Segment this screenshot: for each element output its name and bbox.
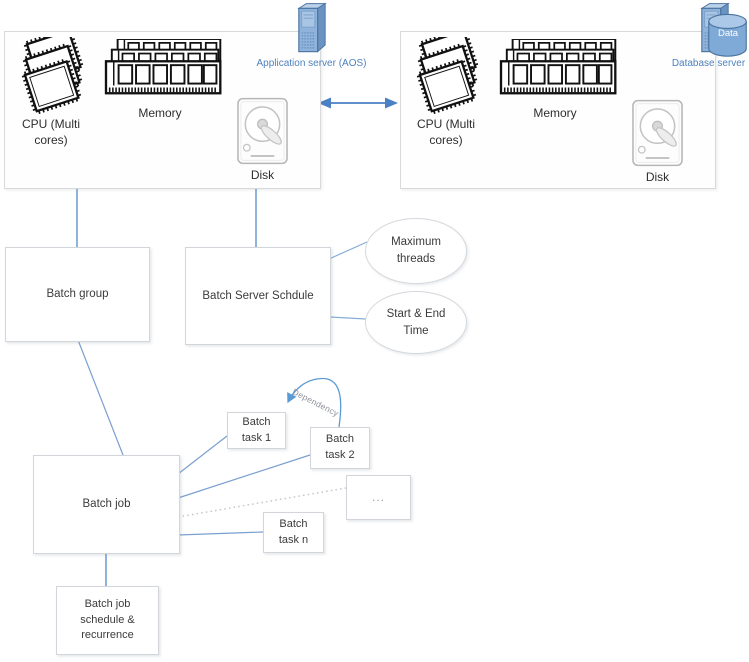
batch-group-node: Batch group (5, 247, 150, 342)
memory-label: Memory (138, 106, 182, 120)
maximum-threads-node: Maximum threads (365, 218, 467, 284)
batch-job-schedule-node: Batch job schedule & recurrence (56, 586, 159, 655)
disk-icon (632, 99, 683, 167)
edge-schedule-startend (329, 316, 367, 320)
memory-icon (104, 39, 232, 101)
edge-batchgroup-batchjob (77, 339, 124, 456)
batch-task-2-node: Batch task 2 (310, 427, 370, 469)
application-server-caption: Application server (AOS) (256, 58, 367, 69)
dependency-edge-label: Dependency (290, 386, 341, 419)
app-db-double-arrow (318, 97, 398, 109)
cpu-label: CPU (Multi cores) (416, 117, 475, 148)
edge-batchjob-task2 (177, 454, 311, 499)
start-end-time-node: Start & End Time (365, 291, 467, 354)
batch-job-node: Batch job (33, 455, 180, 554)
edge-schedule-maxthreads (328, 241, 368, 260)
cpu-icon (409, 37, 482, 117)
batch-task-n-node: Batch task n (263, 512, 324, 553)
batch-task-1-node: Batch task 1 (227, 412, 286, 449)
data-badge: Data (717, 28, 739, 39)
batch-task-ellipsis-node: ... (346, 475, 411, 520)
disk-label: Disk (250, 168, 275, 182)
batch-server-schedule-node: Batch Server Schdule (185, 247, 331, 345)
cpu-icon (14, 37, 87, 117)
database-server-caption: Database server (671, 58, 746, 69)
disk-label: Disk (645, 170, 670, 184)
memory-label: Memory (533, 106, 577, 120)
edge-batchjob-task1 (177, 435, 228, 475)
memory-icon (499, 39, 627, 101)
disk-icon (237, 97, 288, 165)
cpu-label: CPU (Multi cores) (21, 117, 80, 148)
edge-batchjob-taskn (177, 531, 264, 536)
application-server-tower-icon (296, 2, 328, 58)
